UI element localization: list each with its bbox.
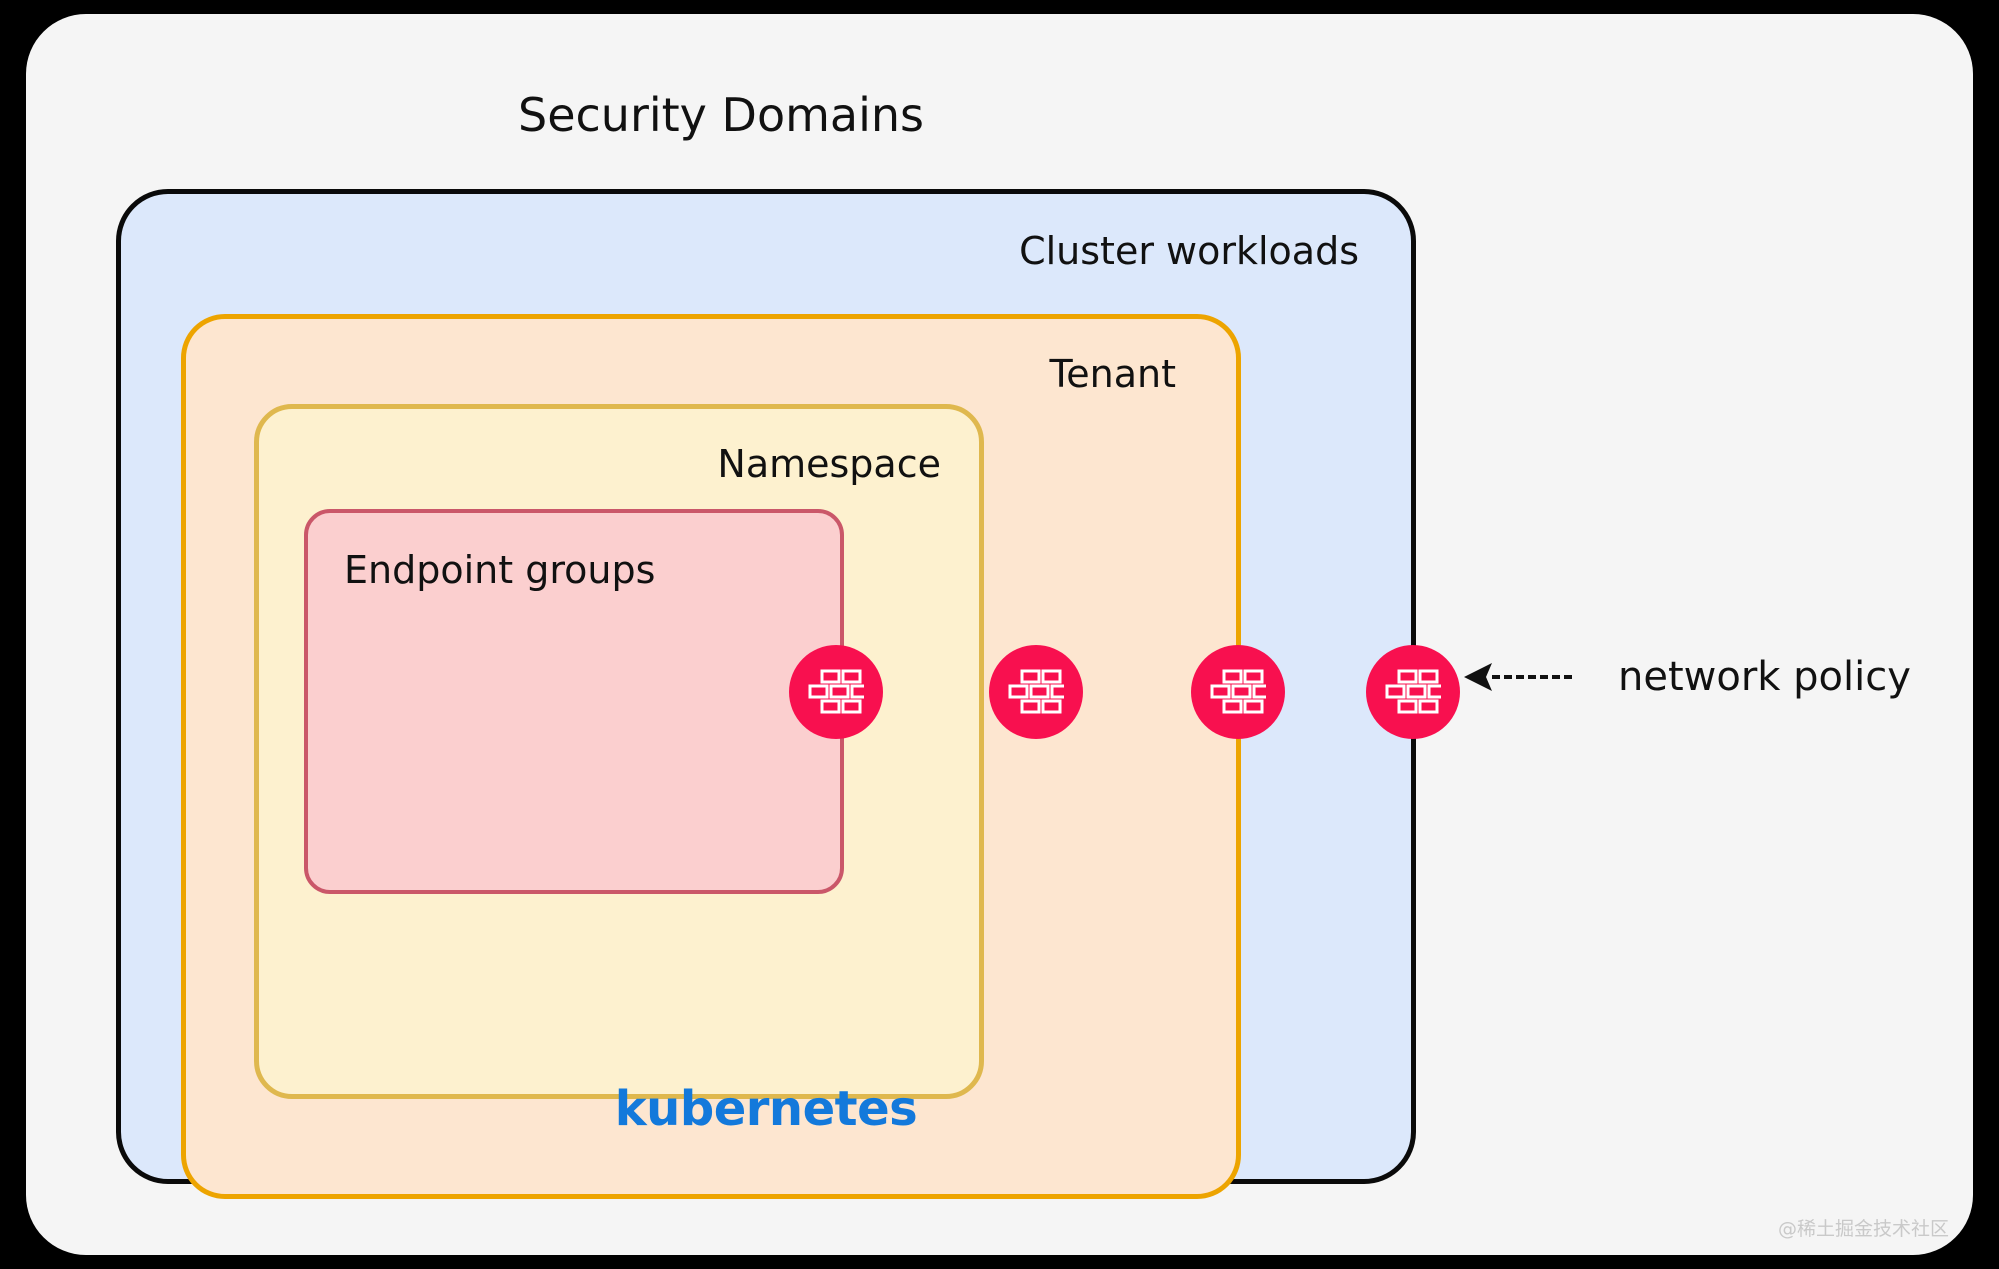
- firewall-brick-icon[interactable]: [1366, 645, 1460, 739]
- page-title: Security Domains: [518, 88, 924, 142]
- domain-box-endpoint-groups[interactable]: Endpoint groups: [304, 509, 844, 894]
- network-policy-callout: network policy: [1464, 654, 1911, 700]
- arrow-left-icon: [1464, 663, 1492, 691]
- firewall-brick-icon[interactable]: [989, 645, 1083, 739]
- domain-box-namespace[interactable]: Namespace Endpoint groups: [254, 404, 984, 1099]
- annotation-label-network-policy: network policy: [1618, 654, 1911, 700]
- kubernetes-wordmark: kubernetes: [614, 1081, 918, 1137]
- domain-label-namespace: Namespace: [717, 442, 941, 486]
- security-domains-panel: Security Domains Cluster workloads Tenan…: [26, 14, 1973, 1255]
- domain-box-cluster-workloads[interactable]: Cluster workloads Tenant Namespace Endpo…: [116, 189, 1416, 1199]
- watermark: @稀土掘金技术社区: [1777, 1218, 1949, 1240]
- domain-label-cluster-workloads: Cluster workloads: [1019, 229, 1359, 273]
- domain-label-endpoint-groups: Endpoint groups: [344, 548, 656, 592]
- firewall-brick-icon[interactable]: [1191, 645, 1285, 739]
- domain-label-tenant: Tenant: [1049, 352, 1177, 396]
- firewall-brick-icon[interactable]: [789, 645, 883, 739]
- domain-box-tenant[interactable]: Tenant Namespace Endpoint groups: [181, 314, 1241, 1199]
- dashed-connector: [1492, 675, 1572, 679]
